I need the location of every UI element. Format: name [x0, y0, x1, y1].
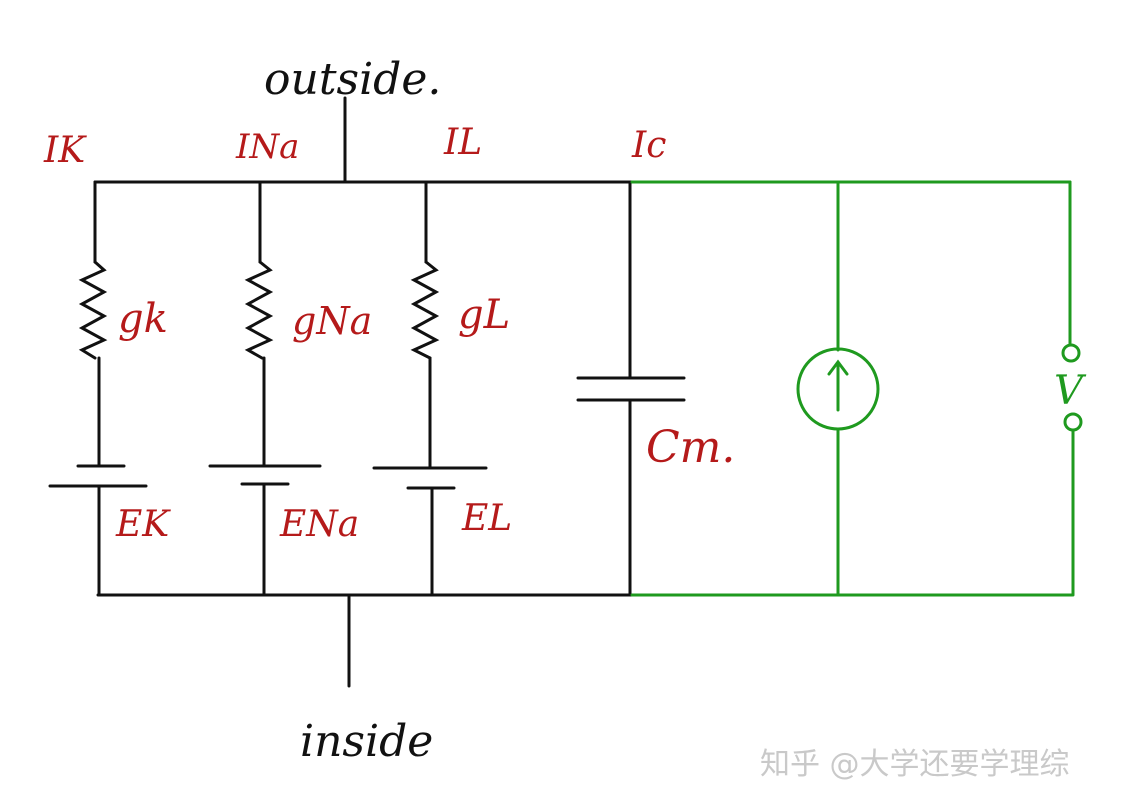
- sodium-branch: [208, 180, 322, 597]
- reversal-ena-label: ENa: [279, 504, 359, 545]
- capacitance-cm-label: Cm.: [646, 422, 735, 473]
- conductance-gk-label: gk: [118, 296, 168, 342]
- outside-label: outside.: [264, 54, 441, 105]
- resistor-gl: [410, 260, 440, 360]
- current-ic-label: Ic: [631, 125, 666, 166]
- voltmeter-bottom-terminal: [1063, 412, 1083, 432]
- current-il-label: IL: [443, 122, 482, 163]
- reversal-ek-label: EK: [115, 504, 171, 545]
- resistor-gk: [78, 260, 108, 360]
- watermark-text: 知乎 @大学还要学理综: [760, 747, 1070, 782]
- measurement-circuit: [630, 180, 1083, 597]
- voltage-v-label: V: [1054, 368, 1087, 414]
- reversal-el-label: EL: [461, 498, 512, 539]
- potassium-branch: [48, 180, 148, 597]
- membrane-circuit: [48, 96, 686, 688]
- resistor-gna: [244, 260, 274, 360]
- inside-label: inside: [300, 716, 433, 767]
- current-ina-label: INa: [235, 127, 299, 167]
- conductance-gl-label: gL: [458, 292, 510, 338]
- current-ik-label: IK: [43, 130, 87, 171]
- conductance-gna-label: gNa: [292, 299, 372, 343]
- capacitor-branch: [576, 180, 686, 597]
- leak-branch: [372, 180, 488, 597]
- voltmeter-top-terminal: [1061, 343, 1081, 363]
